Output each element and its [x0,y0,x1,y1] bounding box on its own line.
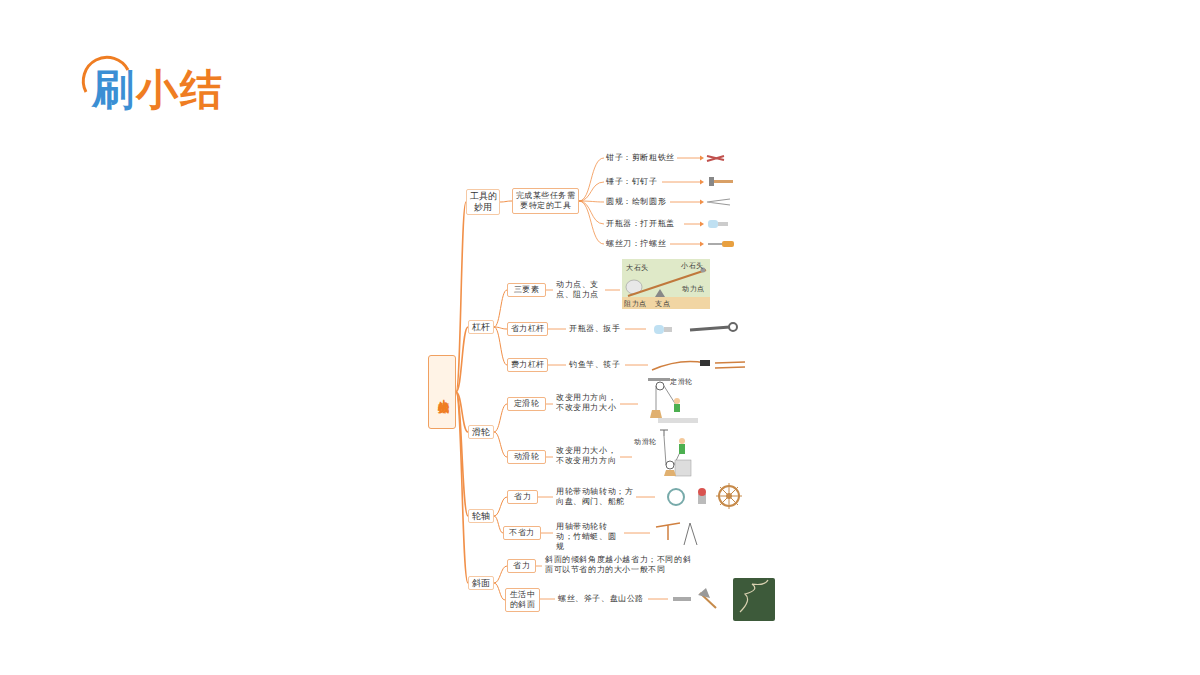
branch-connector [494,290,507,327]
branch-connector [456,202,466,392]
note-text: 锤子：钉钉子 [606,177,658,187]
topic-node: 完成某些任务需要特定的工具 [512,188,579,214]
note-text: 螺丝刀：拧螺丝 [606,239,666,249]
note-text: 用轴带动轮转动；竹蜻蜓、圆规 [556,522,624,552]
branch-connector [494,327,507,365]
node-text: 轮轴 [472,511,490,522]
branch-connector [494,497,507,516]
node-text: 不省力 [509,528,535,538]
note-text: 改变用力大小，不改变用力方向 [556,446,619,466]
branch-connector [456,392,468,516]
root-node: 小小机械师 [428,355,456,429]
node-text: 费力杠杆 [511,360,545,370]
topic-node: 不省力 [503,526,541,540]
incline-icons [673,578,775,621]
topic-node: 三要素 [507,283,546,297]
branch-connector [494,583,505,600]
illustration-label: 支点 [655,299,670,309]
branch-node: 轮轴 [468,509,494,523]
branch-connector [500,201,512,202]
branch-connector [494,516,503,533]
node-text: 小小机械师 [435,390,450,395]
illustration-label: 阻力点 [624,299,647,309]
branch-connector [494,327,507,329]
movable-pulley-illustration [660,430,691,476]
topic-node: 省力 [507,559,536,573]
note-text: 钓鱼竿、筷子 [569,360,621,370]
branch-node: 滑轮 [468,425,494,439]
illustration-label: 动滑轮 [634,437,657,447]
branch-node: 工具的妙用 [466,189,500,215]
branch-node: 斜面 [468,576,494,590]
note-text: 圆规：绘制圆形 [606,197,666,207]
branch-connector [456,327,468,392]
note-text: 动力点、支点、阻力点 [556,280,606,300]
node-text: 生活中的斜面 [506,590,539,610]
lever-icons [652,323,745,370]
topic-node: 省力杠杆 [507,322,548,336]
node-text: 省力 [514,492,531,502]
topic-node: 省力 [507,490,538,504]
illustration-label: 动力点 [682,284,705,294]
illustration-label: 大石头 [626,263,649,273]
branch-connector [456,392,468,583]
branch-connector [456,392,468,432]
note-text: 用轮带动轴转动；方向盘、阀门、船舵 [556,487,636,507]
note-text: 改变用力方向，不改变用力大小 [556,393,619,413]
topic-node: 生活中的斜面 [505,588,540,612]
node-text: 省力 [513,561,530,571]
tool-icons [707,156,734,247]
note-text: 斜面的倾斜角度越小越省力；不同的斜面可以节省的力的大小一般不同 [545,555,695,575]
wheel-axle-icons [656,483,742,545]
branch-connector [494,432,507,457]
note-text: 开瓶器：打开瓶盖 [606,219,675,229]
leader-arrowheads [700,156,704,247]
branch-node: 杠杆 [468,320,494,334]
node-text: 定滑轮 [514,399,540,409]
node-text: 三要素 [514,285,540,295]
branch-connector [494,404,507,432]
note-text: 螺丝、斧子、盘山公路 [558,594,644,604]
branch-connector [494,566,507,583]
topic-node: 动滑轮 [507,450,546,464]
topic-node: 费力杠杆 [507,358,548,372]
lever-illustration [622,259,710,309]
note-text: 开瓶器、扳手 [569,324,621,334]
node-text: 省力杠杆 [511,324,545,334]
topic-node: 定滑轮 [507,397,546,411]
leader-lines [536,158,700,599]
node-text: 斜面 [472,578,490,589]
fixed-pulley-illustration [648,378,698,423]
node-text: 完成某些任务需要特定的工具 [513,191,578,211]
node-text: 滑轮 [472,427,490,438]
node-text: 杠杆 [472,322,490,333]
node-text: 动滑轮 [514,452,540,462]
illustration-label: 定滑轮 [670,377,693,387]
illustration-label: 小石头 [681,261,704,271]
page-title: 刷小结 [92,62,224,118]
node-text: 工具的妙用 [467,191,499,213]
note-text: 钳子：剪断粗铁丝 [606,153,675,163]
